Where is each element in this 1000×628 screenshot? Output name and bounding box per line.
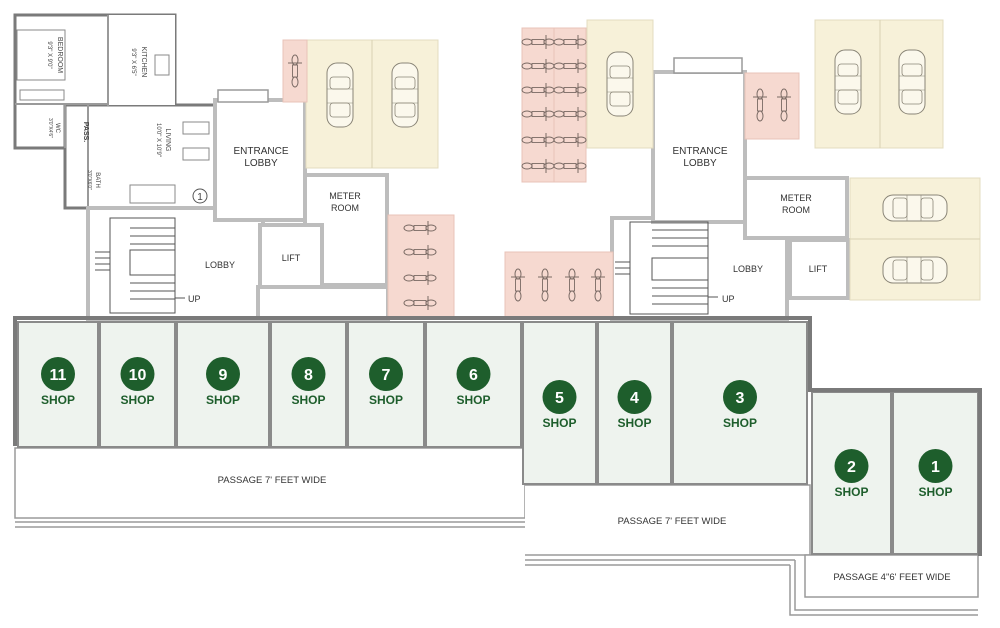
shop-number: 9 xyxy=(219,367,228,384)
shop-number-badge xyxy=(120,357,155,391)
shop-label: SHOP xyxy=(542,416,576,430)
shop-label: SHOP xyxy=(120,393,154,407)
shop-number: 2 xyxy=(847,459,856,476)
meter-room-right-l1: METER xyxy=(780,193,812,203)
shop-label: SHOP xyxy=(206,393,240,407)
stair-right xyxy=(615,221,718,315)
shop-number-badge xyxy=(542,380,577,414)
car-icon xyxy=(326,62,354,128)
shop-number: 4 xyxy=(630,390,639,407)
flat-unit-number: 1 xyxy=(197,192,203,203)
passage-left-label: PASSAGE 7' FEET WIDE xyxy=(218,475,327,486)
right-core: ENTRANCE LOBBY METER ROOM LIFT LOBBY UP xyxy=(610,57,850,322)
passages: PASSAGE 7' FEET WIDE PASSAGE 7' FEET WID… xyxy=(14,447,979,616)
shop-unit xyxy=(672,321,808,485)
car-icon xyxy=(834,49,862,115)
lobby-right-label: LOBBY xyxy=(733,264,763,274)
shop-label: SHOP xyxy=(918,485,952,499)
wc-label: WC xyxy=(54,123,60,134)
shop-number-badge xyxy=(617,380,652,414)
living-size: 10'0" X 10'9" xyxy=(155,123,161,157)
passage-mid-label: PASSAGE 7' FEET WIDE xyxy=(618,516,727,527)
meter-room-left-l1: METER xyxy=(329,191,361,201)
shop-label: SHOP xyxy=(291,393,325,407)
car-icon xyxy=(898,49,926,115)
up-right-label: UP xyxy=(722,294,735,304)
shop-number-badge xyxy=(291,357,326,391)
car-icon xyxy=(882,194,948,222)
meter-room-right-l2: ROOM xyxy=(782,205,810,215)
bike-bay xyxy=(282,39,308,103)
lobby-left-label: LOBBY xyxy=(205,260,235,270)
bedroom-size: 9'3" X 9'0" xyxy=(46,41,52,68)
parking xyxy=(282,19,981,319)
shop-label: SHOP xyxy=(723,416,757,430)
shop-number: 8 xyxy=(304,367,313,384)
up-left-label: UP xyxy=(188,294,201,304)
kitchen-size: 9'3" X 6'5" xyxy=(130,48,136,75)
shop-label: SHOP xyxy=(617,416,651,430)
bedroom-label: BEDROOM xyxy=(56,37,63,73)
shop-number-badge xyxy=(206,357,240,391)
shop-number-badge xyxy=(41,357,75,391)
living-label: LIVING xyxy=(164,129,171,152)
bike-bays-right xyxy=(744,72,800,140)
shop-number-badge xyxy=(456,357,491,391)
shop-label: SHOP xyxy=(369,393,403,407)
shop-number: 11 xyxy=(50,367,67,384)
lift-right-label: LIFT xyxy=(809,264,828,274)
shop-label: SHOP xyxy=(834,485,868,499)
shop-number: 1 xyxy=(931,459,940,476)
shop-number: 10 xyxy=(129,367,147,384)
meter-room-left-l2: ROOM xyxy=(331,203,359,213)
entrance-lobby-right-l1: ENTRANCE xyxy=(672,146,727,157)
car-icon xyxy=(882,256,948,284)
shop-number: 3 xyxy=(736,390,745,407)
car-icon xyxy=(606,51,634,117)
shop-number: 6 xyxy=(469,367,478,384)
left-core: ENTRANCE LOBBY METER ROOM LIFT LOBBY UP xyxy=(86,89,390,322)
bike-bays-row xyxy=(504,251,614,319)
shop-number: 5 xyxy=(555,390,564,407)
passage-right-label: PASSAGE 4"6' FEET WIDE xyxy=(833,572,950,583)
bath-label: BATH xyxy=(94,172,100,188)
bath-size: 3'0"X6'0" xyxy=(86,170,92,190)
shop-number: 7 xyxy=(382,367,391,384)
bike-bays-left xyxy=(521,27,587,183)
shop-label: SHOP xyxy=(41,393,75,407)
shop-number-badge xyxy=(918,449,953,483)
bike-bays-mid xyxy=(387,214,455,318)
wc-size: 3'0"X4'6" xyxy=(47,118,53,138)
shop-label: SHOP xyxy=(456,393,490,407)
kitchen-label: KITCHEN xyxy=(140,47,147,78)
shop-number-badge xyxy=(369,357,403,391)
shop-number-badge xyxy=(834,449,869,483)
stair-left xyxy=(95,217,185,314)
entrance-lobby-left-l2: LOBBY xyxy=(244,158,278,169)
flat-unit: 1 BEDROOM 9'3" X 9'0" KITCHEN 9'3" X 6'5… xyxy=(13,13,217,210)
entrance-lobby-right-l2: LOBBY xyxy=(683,158,717,169)
lift-left-label: LIFT xyxy=(282,253,301,263)
car-icon xyxy=(391,62,419,128)
pass-label: PASS. xyxy=(82,122,89,143)
shop-number-badge xyxy=(723,380,757,414)
entrance-lobby-left-l1: ENTRANCE xyxy=(233,146,288,157)
